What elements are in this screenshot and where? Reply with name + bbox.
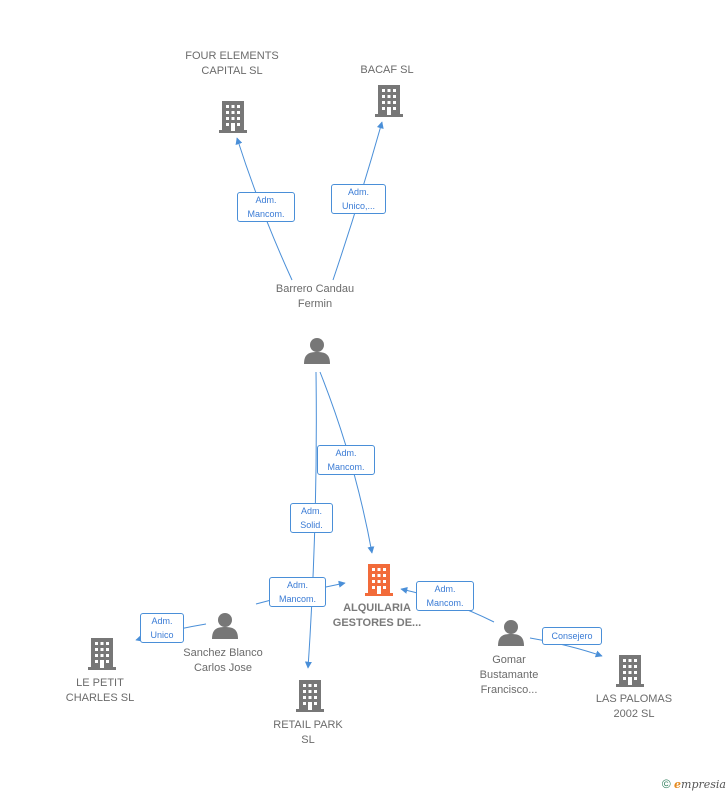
node-gomar[interactable]: Gomar Bustamante Francisco...	[479, 654, 539, 696]
edge-label-gomar-alquilaria: Adm. Mancom.	[416, 581, 474, 611]
node-barrero[interactable]: Barrero Candau Fermin	[275, 283, 355, 310]
person-icon	[212, 613, 238, 639]
node-retail-park[interactable]: RETAIL PARK SL	[273, 719, 343, 746]
building-icon	[296, 680, 324, 712]
edge-gomar-laspalomas	[529, 637, 603, 658]
building-icon	[219, 101, 247, 133]
building-icon	[375, 85, 403, 117]
edge-label-barrero-alquilaria: Adm. Mancom.	[317, 445, 375, 475]
node-le-petit[interactable]: LE PETIT CHARLES SL	[65, 677, 135, 704]
edge-label-barrero-bacaf: Adm. Unico,...	[331, 184, 386, 214]
edge-label-barrero-four: Adm. Mancom.	[237, 192, 295, 222]
node-sanchez[interactable]: Sanchez Blanco Carlos Jose	[183, 647, 263, 674]
building-icon	[616, 655, 644, 687]
person-icon	[304, 338, 330, 364]
building-icon-focus	[365, 564, 393, 596]
node-four-elements[interactable]: FOUR ELEMENTS CAPITAL SL	[185, 50, 279, 77]
copyright-icon: ©	[661, 777, 671, 791]
edge-label-sanchez-lepetit: Adm. Unico	[140, 613, 184, 643]
person-icon	[498, 620, 524, 646]
node-bacaf[interactable]: BACAF SL	[360, 64, 414, 76]
brand-logo: empresia	[674, 778, 726, 791]
node-las-palomas[interactable]: LAS PALOMAS 2002 SL	[595, 693, 673, 720]
edge-label-gomar-laspalomas: Consejero	[542, 627, 602, 645]
edge-label-sanchez-alquilaria: Adm. Mancom.	[269, 577, 326, 607]
edge-label-barrero-retail: Adm. Solid.	[290, 503, 333, 533]
node-alquilaria[interactable]: ALQUILARIA GESTORES DE...	[332, 602, 422, 629]
empresia-watermark: © empresia	[662, 777, 726, 791]
building-icon	[88, 638, 116, 670]
